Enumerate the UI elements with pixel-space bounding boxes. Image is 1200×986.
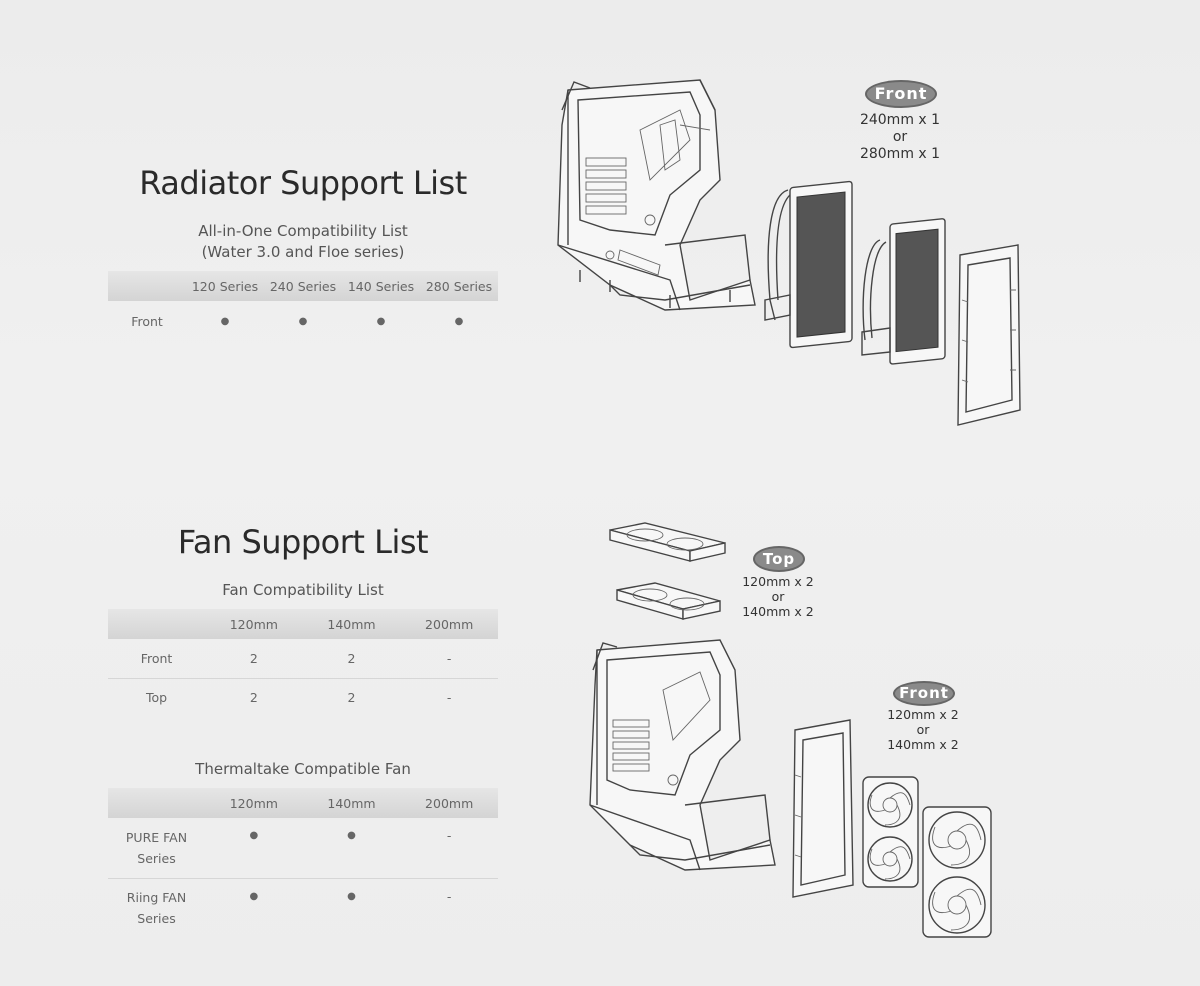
table-header-cell xyxy=(108,271,186,301)
row-label-line1: Riing FAN xyxy=(126,890,187,906)
table-row: PURE FAN Series ● ● - xyxy=(108,818,498,879)
support-dot: ● xyxy=(302,818,401,879)
radiator-table: 120 Series 240 Series 140 Series 280 Ser… xyxy=(108,271,498,341)
table-cell: - xyxy=(400,639,498,679)
fan-front-spec: 120mm x 2 or 140mm x 2 xyxy=(873,707,973,752)
spec-line: or xyxy=(771,589,785,604)
spec-line: 120mm x 2 xyxy=(887,707,959,722)
radiator-case-diagram xyxy=(557,79,1021,426)
fan-top-spec: 120mm x 2 or 140mm x 2 xyxy=(728,574,828,619)
front-fan-120 xyxy=(862,776,919,888)
fan-title: Fan Support List xyxy=(177,523,429,561)
table-header-cell: 140mm xyxy=(302,788,401,818)
spec-line: 240mm x 1 xyxy=(859,112,941,128)
spec-line: or xyxy=(916,722,930,737)
fan-table: 120mm 140mm 200mm Front 2 2 - Top 2 2 - xyxy=(108,609,498,716)
fan-front-badge: Front xyxy=(893,681,955,706)
spec-line: 280mm x 1 xyxy=(859,146,941,162)
case-chassis xyxy=(589,639,776,871)
table-header-cell: 120 Series xyxy=(186,271,264,301)
fan-case-diagram xyxy=(589,522,992,938)
table-header-cell: 140mm xyxy=(302,609,401,639)
case-chassis xyxy=(557,79,756,311)
table-header-cell: 120mm xyxy=(205,788,303,818)
spec-line: 140mm x 2 xyxy=(887,737,959,752)
front-bracket xyxy=(792,719,854,898)
table-cell: - xyxy=(400,818,498,879)
fan-table-header: 120mm 140mm 200mm xyxy=(108,609,498,639)
support-dot: ● xyxy=(347,890,356,902)
spec-line: 140mm x 2 xyxy=(742,604,814,619)
support-dot: ● xyxy=(205,818,303,879)
radiator-240 xyxy=(861,218,946,365)
table-header-cell: 200mm xyxy=(400,788,498,818)
row-label: Front xyxy=(131,313,163,329)
row-label: Riing FAN Series xyxy=(108,878,205,938)
radiator-subtitle-line1: All-in-One Compatibility List xyxy=(198,222,408,240)
compatible-fan-subtitle: Thermaltake Compatible Fan xyxy=(195,760,411,778)
table-header-cell: 280 Series xyxy=(420,271,498,301)
row-label: Front xyxy=(108,639,205,679)
table-row: Front 2 2 - xyxy=(108,639,498,679)
table-header-cell xyxy=(108,609,205,639)
radiator-280 xyxy=(764,180,853,349)
table-header-cell: 240 Series xyxy=(264,271,342,301)
radiator-title: Radiator Support List xyxy=(139,164,467,202)
table-cell: - xyxy=(446,888,452,904)
radiator-subtitle-line2: (Water 3.0 and Floe series) xyxy=(201,243,405,261)
front-fan-140 xyxy=(922,806,992,938)
radiator-table-header: 120 Series 240 Series 140 Series 280 Ser… xyxy=(108,271,498,301)
row-label-line1: PURE FAN xyxy=(125,829,188,845)
fan-subtitle: Fan Compatibility List xyxy=(222,581,384,599)
row-label: Top xyxy=(145,689,168,705)
spec-line: or xyxy=(892,129,908,145)
support-dot: ● xyxy=(298,315,308,327)
table-header-cell: 140 Series xyxy=(342,271,420,301)
table-cell: - xyxy=(446,689,452,705)
radiator-front-spec: 240mm x 1 or 280mm x 1 xyxy=(850,112,950,163)
support-dot: ● xyxy=(249,890,259,902)
table-row: Riing FAN Series ● ● - xyxy=(108,878,498,938)
radiator-subtitle: All-in-One Compatibility List (Water 3.0… xyxy=(108,221,498,263)
radiator-front-badge: Front xyxy=(865,80,937,108)
top-fan-pair-120 xyxy=(609,522,726,562)
table-row: Top 2 2 - xyxy=(108,678,498,716)
table-row: Front ● ● ● ● xyxy=(108,301,498,341)
table-header-cell: 120mm xyxy=(205,609,303,639)
spec-line: 120mm x 2 xyxy=(742,574,814,589)
fan-top-badge: Top xyxy=(753,546,805,572)
table-cell: 2 xyxy=(205,639,303,679)
compatible-fan-table: 120mm 140mm 200mm PURE FAN Series ● ● - … xyxy=(108,788,498,938)
table-header-cell xyxy=(108,788,205,818)
table-cell: 2 xyxy=(347,689,356,705)
table-cell: 2 xyxy=(249,689,258,705)
row-label-line2: Series xyxy=(137,850,176,866)
top-fan-pair-140 xyxy=(616,582,721,620)
table-cell: 2 xyxy=(302,639,401,679)
row-label: PURE FAN Series xyxy=(108,818,205,879)
table-header-cell: 200mm xyxy=(400,609,498,639)
support-dot: ● xyxy=(454,315,464,327)
compatible-fan-table-header: 120mm 140mm 200mm xyxy=(108,788,498,818)
row-label-line2: Series xyxy=(137,911,176,927)
front-bracket xyxy=(957,244,1021,426)
support-dot: ● xyxy=(220,315,230,327)
support-dot: ● xyxy=(376,315,386,327)
